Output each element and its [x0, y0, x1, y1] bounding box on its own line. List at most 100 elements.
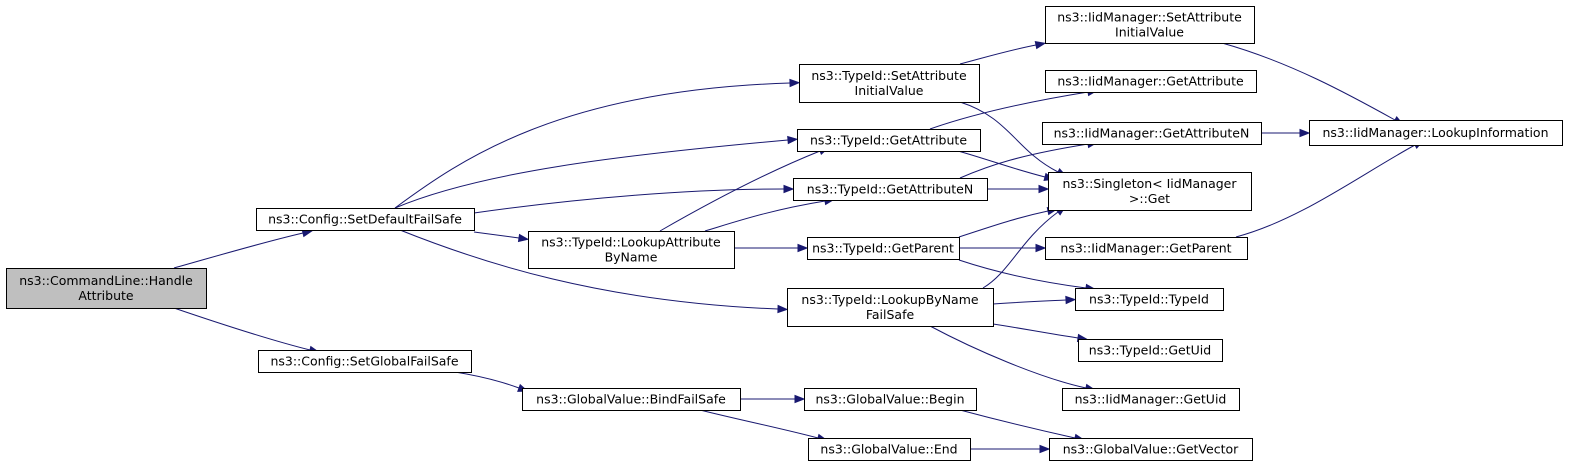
node-typeid-get-uid[interactable]: ns3::TypeId::GetUid: [1078, 339, 1223, 362]
edge-line: [957, 150, 1046, 178]
edge-arrowhead: [783, 184, 795, 194]
edge-typeid_lookup_byname_failsafe-to-typeid_get_uid: [992, 323, 1089, 343]
node-typeid-get-attribute-n[interactable]: ns3::TypeId::GetAttributeN: [793, 178, 988, 201]
node-set-global-failsafe[interactable]: ns3::Config::SetGlobalFailSafe: [258, 350, 472, 373]
node-typeid-get-attribute[interactable]: ns3::TypeId::GetAttribute: [797, 129, 981, 152]
edge-line: [704, 200, 826, 232]
edge-line: [454, 371, 520, 389]
edge-arrowhead: [1038, 184, 1050, 194]
edge-iid_get_attribute_n-to-iid_lookup_information: [1261, 128, 1311, 138]
edge-line: [173, 307, 311, 351]
node-box: [1048, 172, 1252, 211]
node-label: ns3::TypeId::GetParent: [812, 241, 954, 256]
edge-line: [394, 82, 791, 209]
edge-arrowhead: [1065, 295, 1077, 305]
node-label: ns3::IidManager::LookupInformation: [1322, 125, 1548, 140]
node-label: ns3::TypeId::TypeId: [1089, 292, 1209, 307]
node-label: ns3::GlobalValue::GetVector: [1063, 442, 1239, 457]
edge-typeid_lookup_attr_byname-to-typeid_get_parent: [734, 243, 809, 253]
edge-globalvalue_bind_failsafe-to-globalvalue_begin: [739, 394, 806, 404]
edge-line: [699, 409, 819, 439]
node-box: [1042, 122, 1262, 145]
node-box: [808, 438, 971, 461]
node-label: ns3::IidManager::SetAttribute: [1057, 10, 1242, 25]
edge-typeid_lookup_byname_failsafe-to-iid_get_uid: [929, 325, 1097, 393]
node-iid-get-attribute[interactable]: ns3::IidManager::GetAttribute: [1045, 70, 1257, 93]
node-label: ns3::TypeId::LookupAttribute: [541, 235, 721, 250]
node-layer: ns3::CommandLine::HandleAttributens3::Co…: [6, 6, 1563, 461]
node-set-default-failsafe[interactable]: ns3::Config::SetDefaultFailSafe: [256, 208, 475, 231]
node-box: [1045, 70, 1257, 93]
edge-globalvalue_bind_failsafe-to-globalvalue_end: [699, 409, 829, 442]
node-globalvalue-begin[interactable]: ns3::GlobalValue::Begin: [804, 388, 977, 411]
node-box: [787, 288, 994, 327]
edge-handle_attribute-to-set_default_failsafe: [173, 228, 314, 269]
node-box: [256, 208, 475, 231]
node-iid-get-attribute-n[interactable]: ns3::IidManager::GetAttributeN: [1042, 122, 1262, 145]
node-globalvalue-get-vector[interactable]: ns3::GlobalValue::GetVector: [1049, 438, 1253, 461]
edge-arrowhead: [1035, 243, 1047, 253]
edge-arrowhead: [1034, 40, 1047, 50]
edge-line: [982, 211, 1059, 289]
edge-line: [473, 231, 520, 239]
node-label: ns3::Singleton< IidManager: [1062, 176, 1237, 191]
node-label: ns3::Config::SetDefaultFailSafe: [268, 212, 462, 227]
edge-line: [959, 409, 1076, 439]
edge-line: [173, 232, 304, 269]
node-iid-set-attr-initial[interactable]: ns3::IidManager::SetAttributeInitialValu…: [1045, 6, 1255, 44]
node-typeid-get-parent[interactable]: ns3::TypeId::GetParent: [807, 237, 960, 260]
node-label: ns3::GlobalValue::Begin: [815, 392, 964, 407]
node-label: ns3::TypeId::GetAttributeN: [807, 182, 973, 197]
node-globalvalue-bind-failsafe[interactable]: ns3::GlobalValue::BindFailSafe: [522, 388, 741, 411]
node-singleton-get[interactable]: ns3::Singleton< IidManager>::Get: [1048, 172, 1252, 211]
node-label: ns3::IidManager::GetAttributeN: [1054, 126, 1250, 141]
node-label: ns3::IidManager::GetParent: [1060, 241, 1231, 256]
edge-set_default_failsafe-to-typeid_lookup_byname_failsafe: [399, 229, 789, 314]
node-box: [1062, 388, 1240, 411]
edge-line: [1221, 42, 1396, 121]
node-label: FailSafe: [866, 307, 915, 322]
node-iid-get-parent[interactable]: ns3::IidManager::GetParent: [1045, 237, 1248, 260]
node-label: ns3::TypeId::GetAttribute: [810, 133, 967, 148]
node-label: InitialValue: [855, 83, 924, 98]
edge-typeid_get_attribute_n-to-singleton_get: [986, 184, 1050, 194]
node-iid-lookup-information[interactable]: ns3::IidManager::LookupInformation: [1309, 120, 1563, 146]
edge-set_default_failsafe-to-typeid_lookup_attr_byname: [473, 231, 530, 243]
node-label: ns3::Config::SetGlobalFailSafe: [270, 354, 458, 369]
edge-typeid_lookup_byname_failsafe-to-typeid_typeid: [992, 295, 1077, 305]
node-box: [528, 231, 735, 269]
node-box: [793, 178, 988, 201]
edge-layer: [173, 40, 1425, 454]
node-typeid-typeid[interactable]: ns3::TypeId::TypeId: [1075, 288, 1224, 311]
node-box: [1309, 120, 1563, 146]
node-globalvalue-end[interactable]: ns3::GlobalValue::End: [808, 438, 971, 461]
edge-iid_get_parent-to-iid_lookup_information: [1235, 140, 1425, 238]
edge-arrowhead: [777, 304, 789, 314]
node-label: ns3::IidManager::GetUid: [1075, 392, 1227, 407]
edge-typeid_get_parent-to-typeid_typeid: [958, 259, 1097, 293]
edge-arrowhead: [1039, 444, 1051, 454]
node-label: ns3::TypeId::GetUid: [1089, 343, 1211, 358]
edge-set_default_failsafe-to-typeid_get_attribute: [394, 135, 799, 209]
node-box: [1045, 237, 1248, 260]
node-label: ns3::TypeId::SetAttribute: [811, 68, 967, 83]
edge-arrowhead: [517, 233, 530, 243]
node-box: [258, 350, 472, 373]
node-label: InitialValue: [1115, 25, 1184, 40]
edge-line: [399, 229, 779, 310]
node-label: Attribute: [78, 288, 134, 303]
edge-typeid_get_attribute-to-singleton_get: [957, 150, 1056, 181]
edge-handle_attribute-to-set_global_failsafe: [173, 307, 321, 354]
node-label: ByName: [605, 250, 658, 265]
edge-set_default_failsafe-to-typeid_get_attribute_n: [473, 184, 795, 214]
node-box: [797, 129, 981, 152]
edge-line: [958, 210, 1049, 238]
edge-arrowhead: [1299, 128, 1311, 138]
node-iid-get-uid[interactable]: ns3::IidManager::GetUid: [1062, 388, 1240, 411]
edge-arrowhead: [794, 394, 806, 404]
edge-typeid_lookup_attr_byname-to-typeid_get_attribute_n: [704, 196, 836, 232]
